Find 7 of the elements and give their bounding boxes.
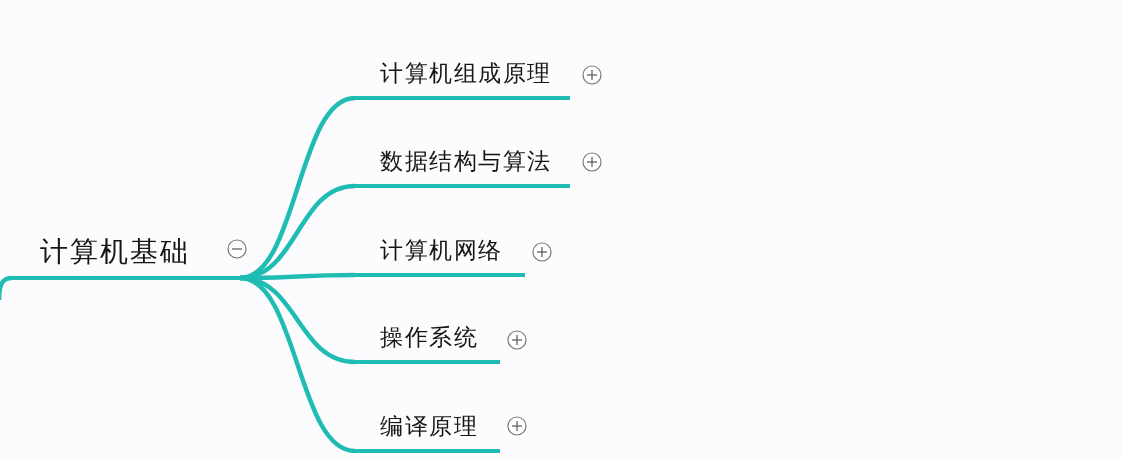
branch-line [239, 275, 356, 454]
subtopic: 计算机组成原理 [355, 58, 570, 100]
subtopic: 编译原理 [355, 411, 500, 453]
subtopic: 计算机网络 [355, 235, 525, 277]
subtopic: 操作系统 [355, 322, 500, 364]
subtopic: 数据结构与算法 [355, 146, 570, 188]
branch-line [0, 275, 13, 301]
